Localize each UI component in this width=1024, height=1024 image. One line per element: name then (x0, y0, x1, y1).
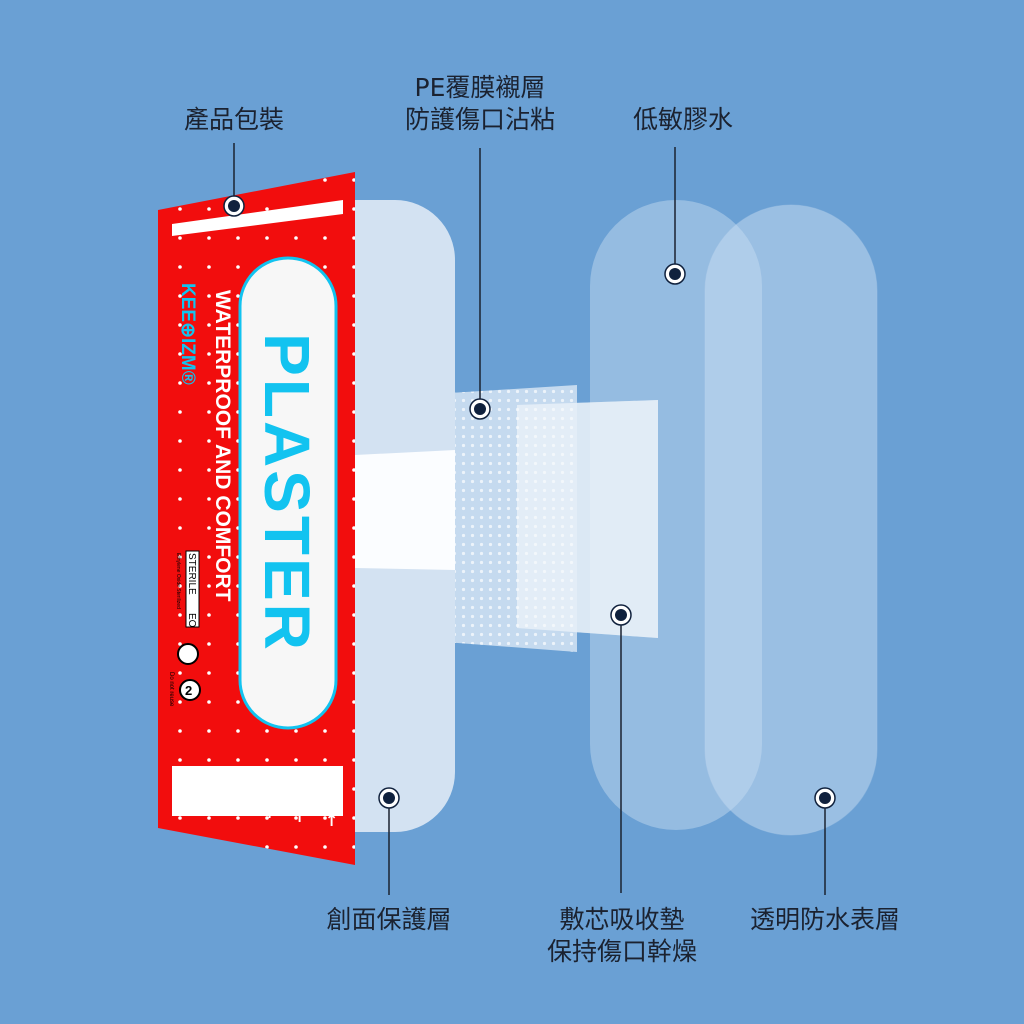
marker-adhesive (664, 263, 686, 285)
tagline: WATERPROOF AND COMFORT (211, 290, 234, 602)
label-absorbent-line1: 敷芯吸收墊 (559, 905, 685, 934)
absorbent-pad-front (517, 400, 658, 638)
tear-arrows: ↑ ↑ ↑ ↑ ↑ ↑ (177, 797, 338, 830)
label-pe-film-line2: 防護傷口沾粘 (404, 105, 556, 134)
product-name: PLASTER (251, 333, 323, 653)
label-pe-film-line1: PE覆膜襯層 (414, 73, 546, 102)
label-waterproof: 透明防水表層 (749, 905, 901, 934)
markers (223, 195, 836, 809)
svg-text:↑: ↑ (325, 811, 338, 830)
label-absorbent-line2: 保持傷口幹燥 (546, 937, 698, 966)
package-bottom-strip (172, 766, 343, 816)
label-adhesive: 低敏膠水 (632, 105, 734, 134)
product-name-badge (238, 256, 338, 730)
marker-pe-film (469, 398, 491, 420)
reuse-note: Do not reuse (168, 672, 174, 707)
svg-text:↑: ↑ (205, 797, 218, 816)
adhesive-layer (590, 200, 762, 830)
marker-waterproof (814, 787, 836, 809)
do-not-reuse-icon (179, 679, 201, 701)
sterile-note: Ethylene Oxide Sterilized (175, 553, 181, 609)
marker-wound-protection (378, 787, 400, 809)
sterile-method: EO (186, 613, 197, 628)
label-packaging: 產品包裝 (183, 105, 285, 134)
label-wound-protection: 創面保護層 (326, 905, 452, 934)
waterproof-top-layer (704, 204, 878, 836)
svg-text:↑: ↑ (177, 797, 190, 816)
label-pe-film: PE覆膜襯層 防護傷口沾粘 (405, 72, 555, 136)
sterile-label: STERILE (186, 553, 197, 595)
wound-pad-strip (355, 450, 455, 570)
marker-packaging (223, 195, 245, 217)
brand-logo: KEE⊕IZM® (177, 283, 198, 385)
package-top-strip (172, 200, 343, 236)
svg-text:2: 2 (185, 683, 192, 698)
read-instructions-icon (177, 643, 199, 665)
svg-text:↑: ↑ (234, 801, 247, 820)
leader-lines (233, 143, 826, 895)
pe-film-dots (418, 385, 577, 652)
label-absorbent: 敷芯吸收墊 保持傷口幹燥 (547, 904, 697, 968)
product-package: PLASTER WATERPROOF AND COMFORT KEE⊕IZM® … (158, 172, 355, 865)
svg-text:↑: ↑ (263, 803, 276, 822)
svg-text:↑: ↑ (293, 807, 306, 826)
marker-absorbent (610, 604, 632, 626)
